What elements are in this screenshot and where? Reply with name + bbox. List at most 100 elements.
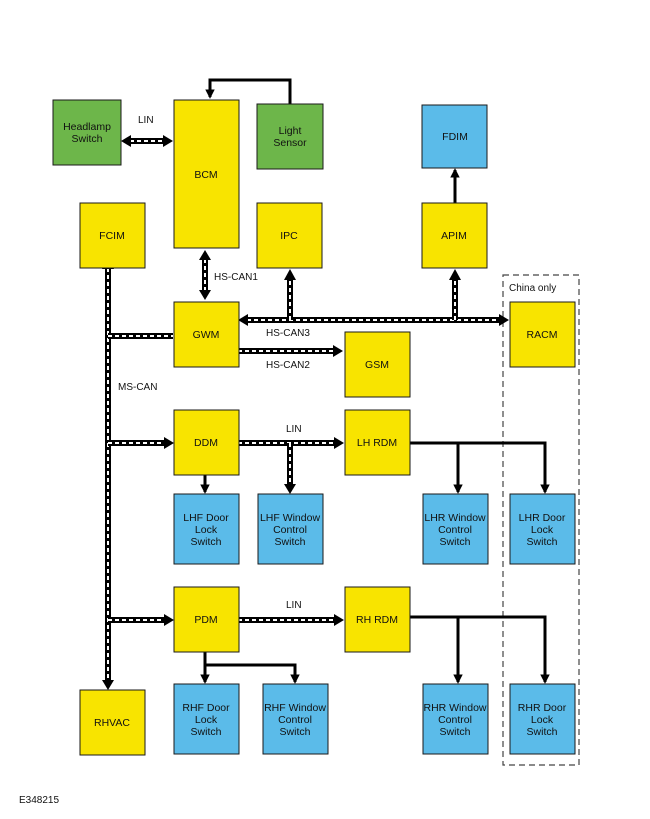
- module-label-line: LHR Door: [519, 512, 566, 524]
- module-apim: APIM: [421, 202, 488, 269]
- module-label-line: Light: [279, 125, 302, 137]
- module-label-line: Lock: [195, 524, 218, 536]
- module-label: RH RDM: [356, 614, 398, 626]
- module-bcm: BCM: [173, 99, 240, 249]
- module-label-line: GSM: [365, 359, 389, 371]
- module-fcim: FCIM: [79, 202, 146, 269]
- module-label-line: RHF Door: [182, 702, 230, 714]
- module-label: RHVAC: [94, 717, 130, 729]
- module-label-line: Control: [438, 714, 472, 726]
- module-label-line: FDIM: [442, 131, 468, 143]
- module-label-line: RACM: [527, 329, 558, 341]
- module-gwm: GWM: [173, 301, 240, 368]
- module-label-line: Switch: [72, 133, 103, 145]
- module-fdim: FDIM: [421, 104, 488, 169]
- module-label: APIM: [441, 230, 467, 242]
- solid-wires: [200, 78, 550, 684]
- module-label-line: APIM: [441, 230, 467, 242]
- module-label-line: DDM: [194, 437, 218, 449]
- rhrdm-rhr-lock-wire: [410, 615, 550, 684]
- module-ddm: DDM: [173, 409, 240, 476]
- figure-reference: E348215: [19, 795, 60, 806]
- module-label-line: Control: [273, 524, 307, 536]
- module-rhvac: RHVAC: [79, 689, 146, 756]
- module-label-line: Lock: [531, 714, 554, 726]
- module-label-line: Lock: [195, 714, 218, 726]
- module-label: BCM: [194, 169, 217, 181]
- module-label-line: RHR Door: [518, 702, 567, 714]
- module-label: FCIM: [99, 230, 125, 242]
- module-label: RACM: [527, 329, 558, 341]
- module-label-line: BCM: [194, 169, 217, 181]
- module-label: GSM: [365, 359, 389, 371]
- module-label-line: Switch: [191, 536, 222, 548]
- pdm-rhf-window-wire: [205, 663, 300, 684]
- module-gsm: GSM: [344, 331, 411, 398]
- module-label: PDM: [194, 614, 217, 626]
- lin-headlamp-label: LIN: [138, 115, 154, 126]
- module-label-line: LH RDM: [357, 437, 397, 449]
- module-label: IPC: [280, 230, 298, 242]
- ms-can-label: MS-CAN: [118, 382, 157, 393]
- lin-pdm-label: LIN: [286, 600, 302, 611]
- module-label-line: Control: [278, 714, 312, 726]
- module-pdm: PDM: [173, 586, 240, 653]
- module-lh-rdm: LH RDM: [344, 409, 411, 476]
- module-label-line: Switch: [527, 726, 558, 738]
- module-label-line: RH RDM: [356, 614, 398, 626]
- module-label-line: Switch: [275, 536, 306, 548]
- module-label-line: IPC: [280, 230, 298, 242]
- module-label-line: RHR Window: [423, 702, 486, 714]
- module-label-line: Lock: [531, 524, 554, 536]
- module-label-line: PDM: [194, 614, 217, 626]
- module-label-line: Switch: [280, 726, 311, 738]
- module-label: LH RDM: [357, 437, 397, 449]
- module-label-line: LHR Window: [424, 512, 486, 524]
- module-label: DDM: [194, 437, 218, 449]
- module-racm: RACM: [509, 301, 576, 368]
- china-only-region: [502, 274, 580, 766]
- module-label-line: FCIM: [99, 230, 125, 242]
- module-label-line: Headlamp: [63, 121, 111, 133]
- module-label-line: RHVAC: [94, 717, 130, 729]
- hs-can1-label: HS-CAN1: [214, 272, 258, 283]
- module-label: FDIM: [442, 131, 468, 143]
- module-label-line: GWM: [193, 329, 220, 341]
- china-only-label: China only: [509, 283, 556, 294]
- module-label: GWM: [193, 329, 220, 341]
- module-label-line: LHF Window: [260, 512, 321, 524]
- module-label-line: Control: [438, 524, 472, 536]
- hs-can3-label: HS-CAN3: [266, 328, 310, 339]
- module-label-line: Switch: [191, 726, 222, 738]
- module-label-line: Sensor: [273, 137, 307, 149]
- module-rh-rdm: RH RDM: [344, 586, 411, 653]
- lhrdm-lhr-lock-wire: [410, 441, 550, 494]
- module-ipc: IPC: [256, 202, 323, 269]
- module-label-line: LHF Door: [183, 512, 229, 524]
- module-label-line: Switch: [440, 536, 471, 548]
- module-label-line: Switch: [527, 536, 558, 548]
- bus-lines: [102, 135, 509, 690]
- module-label-line: RHF Window: [264, 702, 326, 714]
